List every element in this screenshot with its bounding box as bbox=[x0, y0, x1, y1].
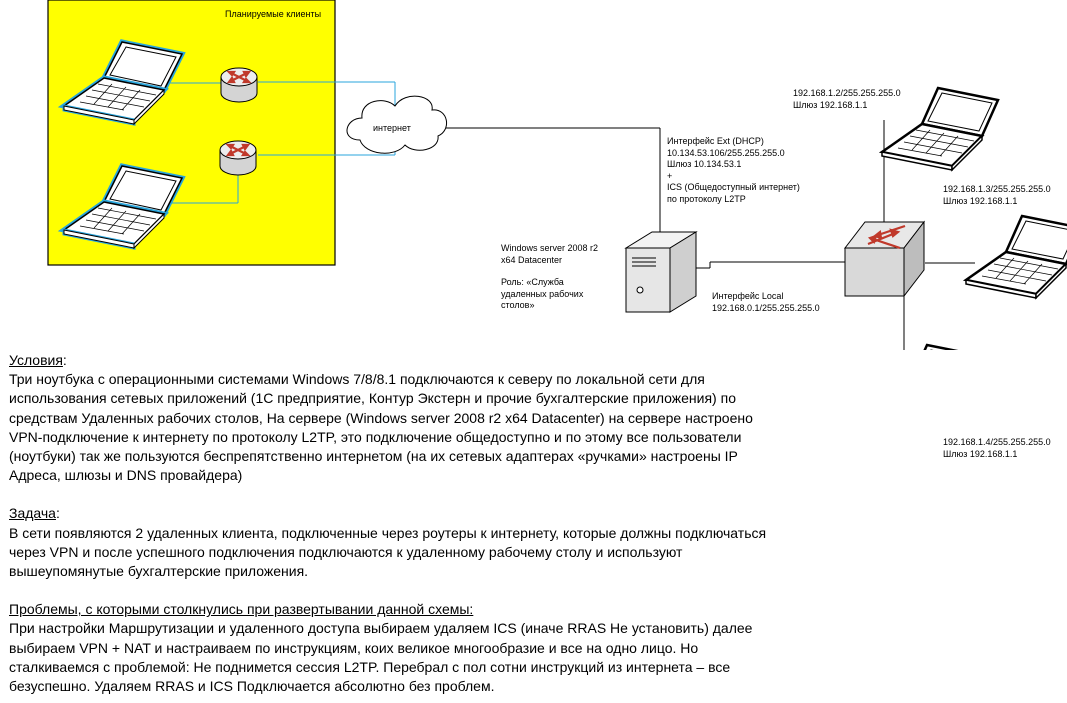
task-line: В сети появляются 2 удаленных клиента, п… bbox=[9, 524, 767, 541]
task-heading-text: Задача bbox=[9, 505, 56, 522]
conditions-line: Адреса, шлюзы и DNS провайдера) bbox=[9, 467, 243, 484]
task-line: вышеупомянутые бухгалтерские приложения. bbox=[9, 563, 309, 580]
laptop-ip: 192.168.1.3/255.255.255.0 bbox=[943, 184, 1051, 194]
problems-line: безуспешно. Удаляем RRAS и ICS Подключае… bbox=[9, 678, 495, 695]
clients-zone-label: Планируемые клиенты bbox=[225, 9, 322, 19]
conditions-line: (ноутбуки) так же пользуются беспрепятст… bbox=[9, 448, 738, 465]
laptop-3 bbox=[869, 343, 989, 429]
diagram-canvas bbox=[47, 0, 1067, 429]
problems-section: Проблемы, с которыми столкнулись при раз… bbox=[9, 600, 1049, 696]
server-role-line: столов» bbox=[501, 300, 535, 310]
problems-line: сталкиваемся с проблемой: Не поднимется … bbox=[9, 658, 731, 675]
laptop-3-label: 192.168.1.4/255.255.255.0 Шлюз 192.168.1… bbox=[943, 437, 1051, 460]
conditions-heading-text: Условия bbox=[9, 352, 63, 368]
laptop-2 bbox=[964, 214, 1067, 300]
switch-icon bbox=[843, 220, 926, 298]
router-top bbox=[219, 66, 259, 104]
conditions-section: Условия: Три ноутбука с операционными си… bbox=[9, 351, 1049, 485]
ext-line: 10.134.53.106/255.255.255.0 bbox=[667, 147, 785, 158]
ext-line: + bbox=[667, 170, 673, 181]
server-role-line: Роль: «Служба bbox=[501, 277, 564, 287]
laptop-ip: 192.168.1.2/255.255.255.0 bbox=[793, 88, 901, 98]
task-line: через VPN и после успешного подключения … bbox=[9, 543, 683, 560]
laptop-1-label: 192.168.1.2/255.255.255.0 Шлюз 192.168.1… bbox=[793, 88, 901, 111]
server-name-line: Windows server 2008 r2 bbox=[501, 243, 599, 253]
task-heading: Задача bbox=[9, 505, 56, 521]
conditions-line: использования сетевых приложений (1С пре… bbox=[9, 390, 736, 407]
laptop-2-label: 192.168.1.3/255.255.255.0 Шлюз 192.168.1… bbox=[943, 184, 1051, 207]
laptop-ip: 192.168.1.4/255.255.255.0 bbox=[943, 437, 1051, 447]
laptop-gateway: Шлюз 192.168.1.1 bbox=[943, 195, 1018, 206]
conditions-line: средствам Удаленных рабочих столов, На с… bbox=[9, 409, 753, 426]
conditions-line: Три ноутбука с операционными системами W… bbox=[9, 371, 705, 388]
problems-line: При настройки Маршрутизации и удаленного… bbox=[9, 620, 753, 637]
ext-line: ICS (Общедоступный интернет) bbox=[667, 182, 800, 192]
conditions-heading: Условия bbox=[9, 352, 63, 368]
task-heading-colon: : bbox=[55, 505, 60, 522]
local-line: Интерфейс Local bbox=[712, 291, 784, 301]
conditions-line: VPN-подключение к интернету по протоколу… bbox=[9, 428, 742, 445]
network-diagram: Планируемые клиенты интернет Интерфейс E… bbox=[0, 0, 1067, 459]
local-interface-label: Интерфейс Local 192.168.0.1/255.255.255.… bbox=[712, 291, 820, 314]
internet-label: интернет bbox=[373, 123, 411, 133]
description: Условия: Три ноутбука с операционными си… bbox=[9, 351, 1049, 696]
laptop-gateway: Шлюз 192.168.1.1 bbox=[793, 99, 868, 110]
ext-line: по протоколу L2TP bbox=[667, 193, 746, 204]
problems-line: выбираем VPN + NAT и настраиваем по инст… bbox=[9, 639, 699, 656]
internet-cloud bbox=[346, 95, 447, 154]
server-role-line: удаленных рабочих bbox=[501, 288, 584, 299]
laptop-gateway: Шлюз 192.168.1.1 bbox=[943, 448, 1018, 459]
task-section: Задача: В сети появляются 2 удаленных кл… bbox=[9, 504, 1049, 581]
server-name-line: x64 Datacenter bbox=[501, 254, 563, 265]
ext-interface-label: Интерфейс Ext (DHCP) 10.134.53.106/255.2… bbox=[667, 136, 800, 205]
router-bottom bbox=[218, 139, 258, 177]
ext-line: Шлюз 10.134.53.1 bbox=[667, 159, 742, 169]
conditions-heading-colon: : bbox=[62, 352, 67, 368]
problems-heading: Проблемы, с которыми столкнулись при раз… bbox=[9, 601, 474, 618]
local-line: 192.168.0.1/255.255.255.0 bbox=[712, 302, 820, 313]
server-label: Windows server 2008 r2 x64 Datacenter Ро… bbox=[501, 243, 598, 312]
server-icon bbox=[624, 231, 698, 313]
ext-line: Интерфейс Ext (DHCP) bbox=[667, 136, 764, 146]
